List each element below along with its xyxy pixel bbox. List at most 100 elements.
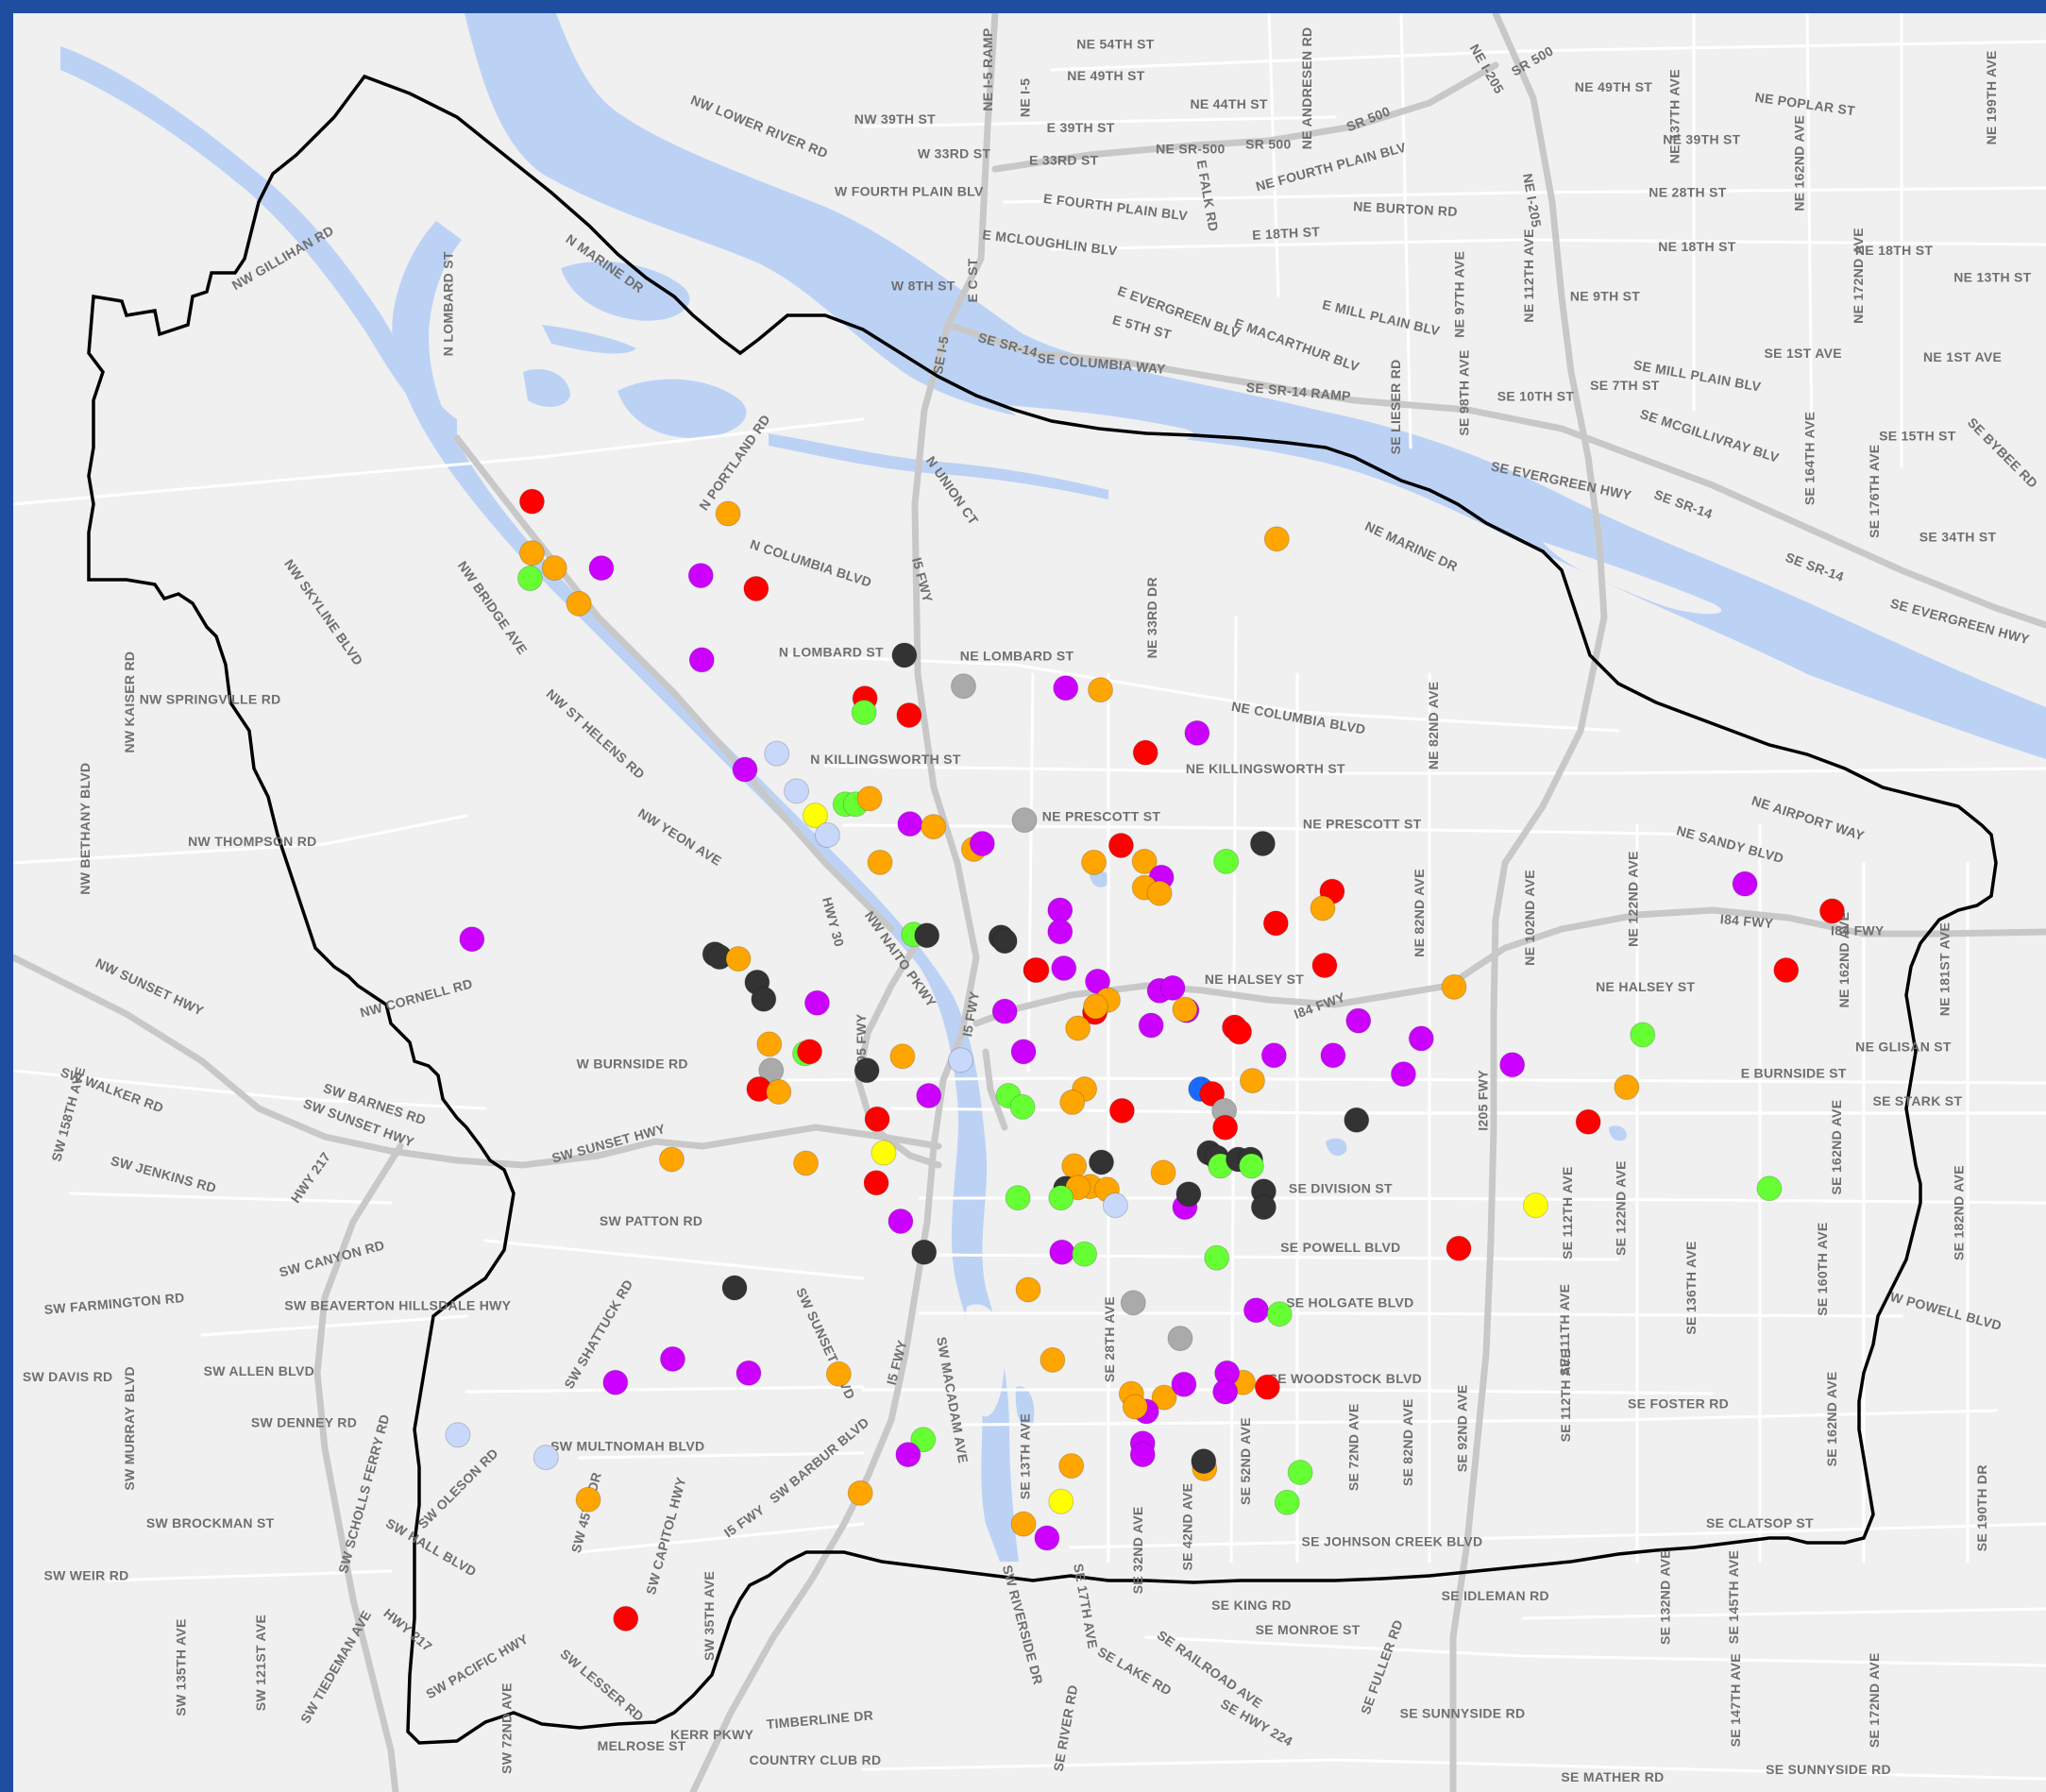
incident-marker-orange[interactable]	[867, 849, 893, 875]
incident-marker-purple[interactable]	[688, 647, 715, 673]
incident-marker-orange[interactable]	[715, 500, 741, 527]
incident-marker-orange[interactable]	[1088, 677, 1114, 703]
incident-marker-purple[interactable]	[991, 998, 1018, 1024]
incident-marker-green[interactable]	[910, 1427, 937, 1453]
incident-marker-red[interactable]	[1575, 1108, 1601, 1135]
incident-marker-yellow[interactable]	[871, 1140, 897, 1166]
incident-marker-red[interactable]	[1212, 1114, 1239, 1141]
incident-marker-green[interactable]	[1630, 1022, 1656, 1048]
incident-marker-orange[interactable]	[1150, 1159, 1176, 1186]
incident-marker-green[interactable]	[851, 699, 877, 725]
incident-marker-green[interactable]	[1274, 1489, 1300, 1515]
incident-marker-purple[interactable]	[588, 555, 615, 582]
incident-marker-green[interactable]	[1005, 1185, 1031, 1211]
incident-marker-gray[interactable]	[1011, 807, 1038, 834]
incident-marker-lightblue[interactable]	[784, 778, 810, 804]
incident-marker-orange[interactable]	[1040, 1346, 1066, 1373]
incident-marker-red[interactable]	[613, 1605, 639, 1631]
incident-marker-orange[interactable]	[1441, 973, 1467, 1000]
incident-marker-dark[interactable]	[1250, 1194, 1277, 1221]
incident-marker-orange[interactable]	[1614, 1074, 1640, 1101]
incident-marker-purple[interactable]	[602, 1369, 629, 1395]
incident-marker-dark[interactable]	[991, 928, 1018, 955]
incident-marker-purple[interactable]	[1051, 955, 1077, 981]
incident-marker-red[interactable]	[1108, 1097, 1135, 1124]
incident-marker-orange[interactable]	[566, 590, 592, 617]
incident-marker-orange[interactable]	[658, 1146, 685, 1173]
incident-marker-green[interactable]	[1213, 848, 1240, 874]
incident-marker-orange[interactable]	[766, 1079, 792, 1106]
incident-marker-orange[interactable]	[1239, 1068, 1265, 1094]
incident-marker-dark[interactable]	[751, 986, 777, 1012]
incident-marker-purple[interactable]	[1320, 1042, 1346, 1069]
incident-marker-green[interactable]	[1756, 1175, 1783, 1202]
incident-marker-yellow[interactable]	[1048, 1488, 1074, 1514]
incident-marker-orange[interactable]	[1131, 848, 1158, 874]
incident-marker-purple[interactable]	[1034, 1525, 1060, 1551]
incident-marker-orange[interactable]	[1059, 1089, 1086, 1115]
incident-marker-orange[interactable]	[518, 540, 545, 566]
incident-marker-lightblue[interactable]	[947, 1047, 973, 1074]
incident-marker-purple[interactable]	[1047, 919, 1074, 945]
incident-marker-orange[interactable]	[1058, 1453, 1085, 1479]
incident-marker-gray[interactable]	[1167, 1326, 1193, 1352]
incident-marker-purple[interactable]	[1408, 1025, 1434, 1052]
incident-marker-green[interactable]	[1238, 1153, 1264, 1179]
incident-marker-green[interactable]	[1072, 1241, 1098, 1267]
incident-marker-red[interactable]	[1108, 832, 1134, 858]
incident-marker-dark[interactable]	[914, 922, 940, 949]
incident-marker-orange[interactable]	[847, 1479, 873, 1506]
incident-marker-red[interactable]	[1773, 956, 1800, 983]
incident-marker-dark[interactable]	[891, 642, 918, 668]
incident-marker-purple[interactable]	[1390, 1061, 1416, 1088]
incident-marker-orange[interactable]	[1065, 1015, 1091, 1041]
incident-marker-orange[interactable]	[1263, 526, 1290, 552]
incident-marker-red[interactable]	[1446, 1235, 1472, 1261]
incident-marker-orange[interactable]	[1015, 1276, 1041, 1303]
incident-marker-purple[interactable]	[1049, 1239, 1075, 1265]
incident-marker-lightblue[interactable]	[533, 1445, 559, 1471]
incident-marker-orange[interactable]	[889, 1043, 916, 1070]
incident-marker-green[interactable]	[1009, 1093, 1036, 1120]
incident-marker-lightblue[interactable]	[814, 822, 840, 849]
incident-marker-purple[interactable]	[736, 1360, 762, 1386]
incident-marker-lightblue[interactable]	[445, 1422, 471, 1448]
incident-marker-gray[interactable]	[950, 673, 976, 700]
incident-marker-orange[interactable]	[825, 1361, 852, 1387]
incident-marker-red[interactable]	[896, 702, 922, 728]
incident-marker-orange[interactable]	[756, 1031, 783, 1057]
incident-marker-orange[interactable]	[575, 1486, 601, 1513]
incident-marker-purple[interactable]	[1047, 897, 1074, 923]
incident-marker-orange[interactable]	[1010, 1511, 1037, 1537]
incident-marker-red[interactable]	[1023, 956, 1050, 983]
incident-marker-purple[interactable]	[888, 1208, 914, 1234]
incident-marker-purple[interactable]	[687, 563, 714, 589]
incident-marker-orange[interactable]	[1310, 895, 1336, 921]
incident-marker-orange[interactable]	[1081, 849, 1108, 875]
incident-marker-red[interactable]	[743, 575, 769, 601]
incident-marker-dark[interactable]	[1249, 830, 1276, 856]
incident-marker-purple[interactable]	[1243, 1297, 1269, 1324]
incident-marker-purple[interactable]	[916, 1082, 942, 1108]
incident-marker-red[interactable]	[518, 488, 545, 515]
incident-marker-orange[interactable]	[1061, 1153, 1088, 1179]
incident-marker-purple[interactable]	[1499, 1052, 1526, 1078]
incident-marker-purple[interactable]	[1138, 1012, 1164, 1039]
incident-marker-yellow[interactable]	[802, 803, 828, 829]
incident-marker-purple[interactable]	[897, 811, 923, 837]
incident-marker-purple[interactable]	[803, 989, 830, 1016]
incident-marker-orange[interactable]	[1122, 1394, 1148, 1420]
incident-marker-purple[interactable]	[732, 756, 758, 783]
incident-marker-dark[interactable]	[1089, 1149, 1115, 1175]
incident-marker-purple[interactable]	[895, 1442, 922, 1468]
incident-marker-red[interactable]	[1311, 953, 1338, 979]
incident-marker-orange[interactable]	[1172, 996, 1198, 1023]
incident-marker-purple[interactable]	[1171, 1371, 1197, 1397]
incident-marker-dark[interactable]	[854, 1057, 880, 1084]
incident-marker-dark[interactable]	[721, 1275, 748, 1301]
incident-marker-dark[interactable]	[1175, 1181, 1202, 1208]
incident-marker-red[interactable]	[1262, 910, 1289, 937]
incident-marker-orange[interactable]	[793, 1150, 820, 1176]
incident-marker-purple[interactable]	[1732, 871, 1758, 897]
